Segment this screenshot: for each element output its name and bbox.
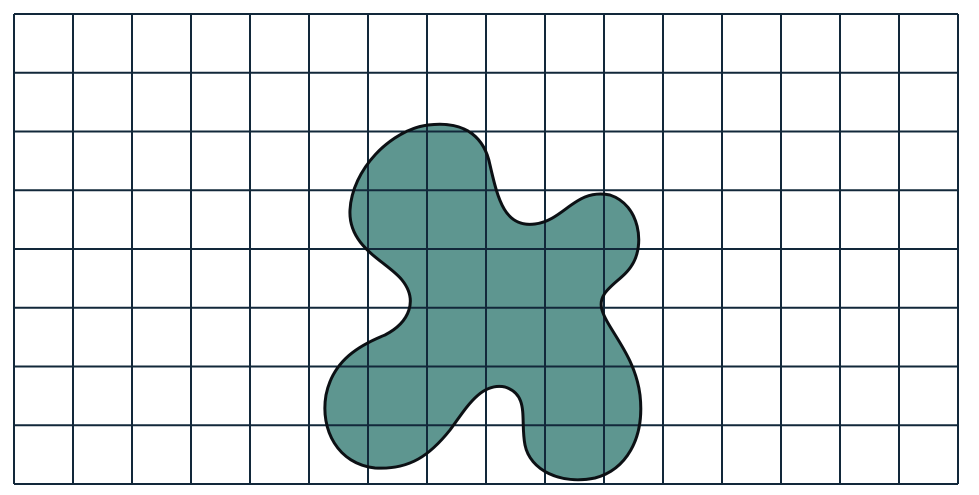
blob-outline: [323, 122, 643, 482]
